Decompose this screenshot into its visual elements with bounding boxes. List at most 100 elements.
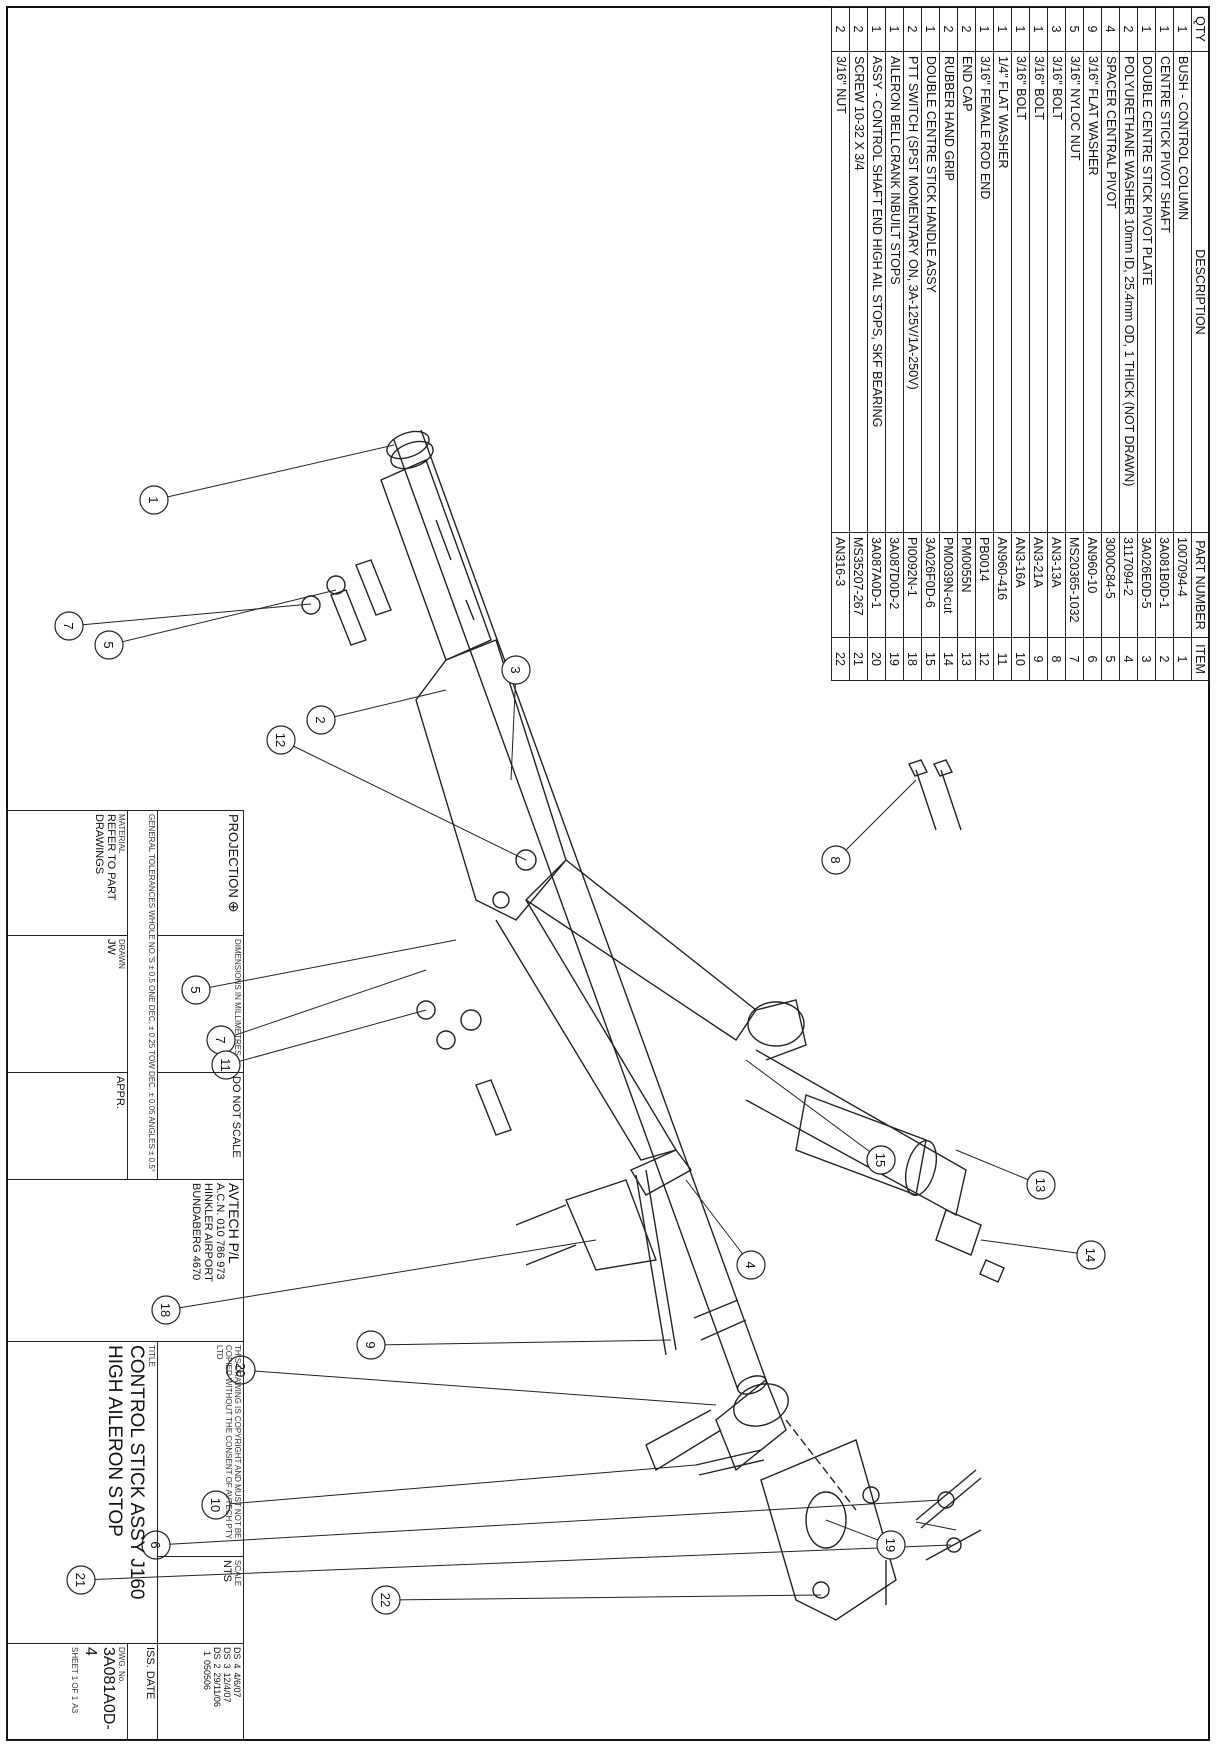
balloon-label: 14 [1083, 1248, 1098, 1262]
balloon-15: 15 [866, 1145, 896, 1175]
balloon-label: 1 [146, 496, 161, 503]
material-value: REFER TO PART DRAWINGS [92, 814, 117, 901]
date-label: DATE [143, 1670, 156, 1700]
revision-iss: 3 [222, 1663, 232, 1669]
balloon-circle [141, 1530, 171, 1560]
balloon-circle [211, 1050, 241, 1080]
balloon-label: 22 [378, 1593, 393, 1607]
balloon-label: 21 [73, 1573, 88, 1587]
balloon-label: 15 [873, 1153, 888, 1167]
balloon-label: 2 [313, 716, 328, 723]
dwg-label: DWG. No. [116, 1647, 126, 1684]
balloon-label: 5 [188, 986, 203, 993]
balloon-circle [356, 1330, 386, 1360]
balloon-circle [306, 705, 336, 735]
company-address-2: BUNDABERG 4670 [190, 1183, 202, 1281]
revision-date: 29/11/06 [212, 1672, 222, 1707]
company-address-1: HINKLER AIRPORT [202, 1183, 214, 1282]
scale-cell: SCALE NTS [157, 1556, 244, 1644]
balloon-13: 13 [1026, 1170, 1056, 1200]
revision-row: DS 3 12/4/07 [222, 1647, 232, 1737]
pivot-shaft [380, 459, 492, 661]
drawing-title: CONTROL STICK ASSY J160 HIGH AILERON STO… [103, 1345, 147, 1600]
balloon-label: 4 [743, 1261, 758, 1268]
balloon-5: 5 [94, 630, 124, 660]
balloon-label: 19 [883, 1538, 898, 1552]
balloon-21: 21 [66, 1565, 96, 1595]
balloon-9: 9 [356, 1330, 386, 1360]
balloon-label: 7 [61, 622, 76, 629]
sheet-size: A3 [69, 1703, 79, 1714]
material-label: MATERIAL [116, 814, 126, 854]
balloon-circle [94, 630, 124, 660]
balloon-11: 11 [211, 1050, 241, 1080]
title-label: TITLE [146, 1345, 156, 1367]
balloon-circle [876, 1530, 906, 1560]
appr-label: APPR. [6, 1072, 128, 1180]
drawn-value: JW [104, 939, 117, 955]
balloon-label: 6 [148, 1541, 163, 1548]
balloon-circle [736, 1250, 766, 1280]
balloon-circle [151, 1295, 181, 1325]
title-cell: TITLE CONTROL STICK ASSY J160 HIGH AILER… [6, 1341, 158, 1644]
revision-by: DS [222, 1647, 232, 1660]
control-column-tube [393, 429, 767, 1391]
shaft-end-assembly [715, 1378, 787, 1472]
balloon-circle [866, 1145, 896, 1175]
projection-cell: PROJECTION ⊕ [157, 810, 244, 936]
balloon-5: 5 [181, 975, 211, 1005]
balloon-circle [226, 1355, 256, 1385]
balloon-8: 8 [821, 845, 851, 875]
bush-ring [386, 430, 430, 460]
balloon-circle [54, 611, 84, 641]
revision-row: DS44/6/07 [232, 1647, 242, 1737]
company-name: AVTECH P/L [226, 1183, 242, 1264]
balloon-20: 20 [226, 1355, 256, 1385]
balloon-circle [501, 655, 531, 685]
projection-symbol-icon: ⊕ [226, 900, 242, 913]
iss-date-header: ISS. DATE [127, 1643, 158, 1741]
balloon-circle [371, 1585, 401, 1615]
company-acn: A.C.N. 010 786 973 [214, 1183, 226, 1280]
general-tolerances: GENERAL TOLERANCES WHOLE NO.'S ± 0.5 ONE… [127, 810, 158, 1180]
balloon-circle [1076, 1240, 1106, 1270]
revision-row: 1050506 [202, 1647, 212, 1737]
do-not-scale: DO NOT SCALE [157, 1072, 244, 1180]
ptt-switch [979, 1259, 1005, 1283]
balloon-label: 13 [1033, 1178, 1048, 1192]
balloon-14: 14 [1076, 1240, 1106, 1270]
balloon-label: 5 [101, 641, 116, 648]
revision-iss: 2 [212, 1663, 222, 1669]
balloon-10: 10 [201, 1490, 231, 1520]
drawn-cell: DRAWN JW [6, 935, 128, 1073]
end-cap [935, 1209, 982, 1256]
bolt-10 [695, 1449, 765, 1476]
balloon-circle [1026, 1170, 1056, 1200]
screw-22 [925, 1529, 982, 1561]
balloon-circle [266, 725, 296, 755]
revision-by: DS [212, 1647, 222, 1660]
company-block: AVTECH P/L A.C.N. 010 786 973 HINKLER AI… [6, 1179, 244, 1342]
spacers-group-a [330, 559, 392, 646]
bolt-9 [635, 1169, 677, 1356]
sheet-number: SHEET 1 OF 1 [69, 1647, 79, 1701]
balloon-18: 18 [151, 1295, 181, 1325]
balloon-label: 8 [828, 856, 843, 863]
balloon-label: 12 [273, 733, 288, 747]
balloon-circle [66, 1565, 96, 1595]
revision-date: 4/6/07 [232, 1672, 242, 1698]
drawn-label: DRAWN [116, 939, 126, 969]
bolt-pair [515, 1204, 577, 1266]
dwg-cell: DWG. No. 3A081A0D-4 SHEET 1 OF 1 A3 [6, 1643, 128, 1741]
spacers-group-b [475, 1079, 512, 1136]
balloon-7: 7 [54, 611, 84, 641]
balloon-label: 9 [363, 1341, 378, 1348]
revision-date: 12/4/07 [222, 1672, 232, 1703]
balloon-label: 10 [208, 1498, 223, 1512]
balloon-circle [821, 845, 851, 875]
projection-label: PROJECTION [226, 814, 241, 898]
balloon-19: 19 [876, 1530, 906, 1560]
balloon-label: 7 [213, 1036, 228, 1043]
